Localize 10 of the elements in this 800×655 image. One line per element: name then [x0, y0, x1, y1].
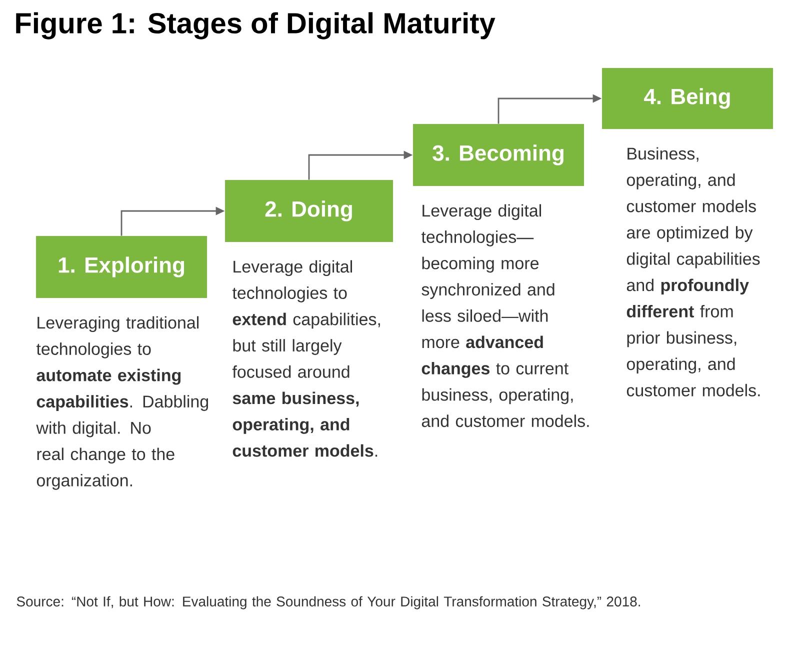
stage-box: 4. Being [602, 68, 773, 129]
figure-title: Figure 1: Stages of Digital Maturity [16, 12, 496, 40]
stage-description: Leveraging traditional technologies to automate existing capabilities. Dabbling with digital. No real change to the organization. [36, 316, 208, 490]
stage-description: Business, operating, and customer models are optimized by digital capabilities and profoundly different from prior business, operating, and customer models. [626, 147, 760, 396]
stage-description: Leverage digital technologies to extend capabilities, but still largely focused around same business, operating, and customer models. [232, 260, 380, 457]
stage-description: Leverage digital technologies—becoming more synchronized and less siloed—with more advanced changes to current business, operating, and customer models. [421, 204, 589, 428]
stage-box: 3. Becoming [413, 124, 584, 186]
source-note: Source: “Not If, but How: Evaluating the Soundness of Your Digital Transformation Strategy,” 2018. [16, 596, 640, 610]
stage-box: 2. Doing [225, 180, 393, 242]
stage-box: 1. Exploring [36, 236, 207, 298]
